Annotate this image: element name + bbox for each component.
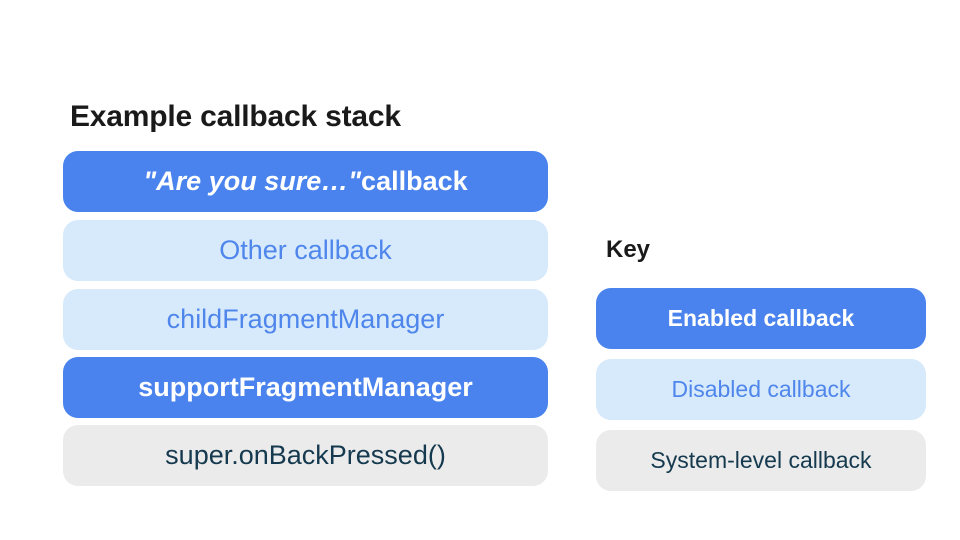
stack-item-are-you-sure-callback: "Are you sure…" callback (63, 151, 548, 212)
stack-item-child-fragment-manager: childFragmentManager (63, 289, 548, 350)
stack-item-label-rest: callback (361, 166, 468, 196)
stack-item-super-on-back-pressed: super.onBackPressed() (63, 425, 548, 486)
key-item-disabled-callback: Disabled callback (596, 359, 926, 420)
stack-item-label-quoted-part: "Are you sure…" (143, 166, 362, 196)
key-item-enabled-callback: Enabled callback (596, 288, 926, 349)
key-title: Key (606, 236, 651, 263)
key-item-system-level-callback: System-level callback (596, 430, 926, 491)
stack-item-support-fragment-manager: supportFragmentManager (63, 357, 548, 418)
stack-item-other-callback: Other callback (63, 220, 548, 281)
diagram-title: Example callback stack (70, 100, 401, 133)
